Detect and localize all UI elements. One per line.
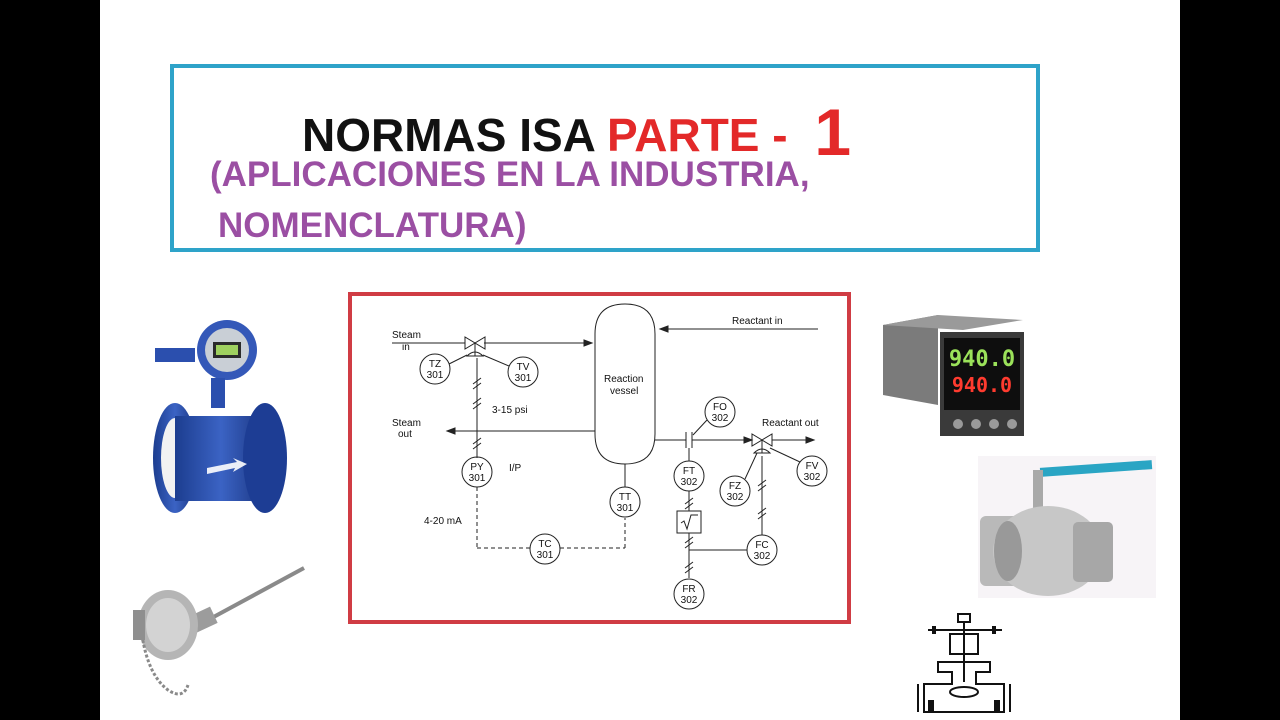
tag-fv: FV xyxy=(806,461,819,472)
subtitle: (APLICACIONES EN LA INDUSTRIA, NOMENCLAT… xyxy=(210,150,810,252)
temperature-controller-icon: 940.0 940.0 xyxy=(878,310,1028,440)
tag-fo: FO xyxy=(713,402,727,413)
label-ma: 4-20 mA xyxy=(424,516,462,527)
tag-tz-num: 301 xyxy=(427,370,444,381)
label-steam-in-2: in xyxy=(402,342,410,353)
label-steam-out: Steam xyxy=(392,418,421,429)
tag-fv-num: 302 xyxy=(804,472,821,483)
label-reactant-out: Reactant out xyxy=(762,418,819,429)
label-vessel-2: vessel xyxy=(610,386,638,397)
flowmeter-icon xyxy=(145,318,295,523)
pv-display: 940.0 xyxy=(949,347,1015,372)
tag-tc-num: 301 xyxy=(537,550,554,561)
globe-valve-icon xyxy=(916,612,1016,716)
title-frame: NORMAS ISA PARTE - 1 (APLICACIONES EN LA… xyxy=(170,64,1040,252)
subtitle-line-1: (APLICACIONES EN LA INDUSTRIA, xyxy=(210,155,810,194)
subtitle-line-2: NOMENCLATURA) xyxy=(218,205,527,245)
pid-drawing: Steam in Steam out Reactant in Reactant … xyxy=(392,303,828,610)
label-vessel: Reaction xyxy=(604,374,643,385)
tag-tv-num: 301 xyxy=(515,373,532,384)
tag-fz-num: 302 xyxy=(727,492,744,503)
title-part2: PARTE xyxy=(606,109,760,161)
tag-tt-num: 301 xyxy=(617,503,634,514)
tag-fo-num: 302 xyxy=(712,413,729,424)
tag-tz: TZ xyxy=(429,359,441,370)
label-reactant-in: Reactant in xyxy=(732,316,783,327)
sv-display: 940.0 xyxy=(952,373,1012,397)
tag-ft-num: 302 xyxy=(681,477,698,488)
title-dash: - xyxy=(759,109,801,161)
tag-fr: FR xyxy=(682,584,695,595)
tag-tc: TC xyxy=(538,539,551,550)
pid-diagram: Steam in Steam out Reactant in Reactant … xyxy=(348,292,851,624)
label-steam-in: Steam xyxy=(392,330,421,341)
tag-tv: TV xyxy=(517,362,530,373)
title-part1: NORMAS ISA xyxy=(302,109,607,161)
slide-canvas: NORMAS ISA PARTE - 1 (APLICACIONES EN LA… xyxy=(100,0,1180,720)
label-steam-out-2: out xyxy=(398,429,412,440)
reaction-vessel xyxy=(594,303,656,465)
thermocouple-icon xyxy=(128,565,308,705)
tag-ft: FT xyxy=(683,466,695,477)
label-psi: 3-15 psi xyxy=(492,405,528,416)
ball-valve-icon xyxy=(978,456,1156,598)
tag-fr-num: 302 xyxy=(681,595,698,606)
tag-py: PY xyxy=(470,462,484,473)
tag-py-num: 301 xyxy=(469,473,486,484)
label-ip: I/P xyxy=(509,463,522,474)
tag-fz: FZ xyxy=(729,481,741,492)
title-number: 1 xyxy=(814,95,852,169)
tag-fc: FC xyxy=(755,540,768,551)
tag-fc-num: 302 xyxy=(754,551,771,562)
main-title: NORMAS ISA PARTE - 1 xyxy=(302,90,852,169)
tag-tt: TT xyxy=(619,492,631,503)
